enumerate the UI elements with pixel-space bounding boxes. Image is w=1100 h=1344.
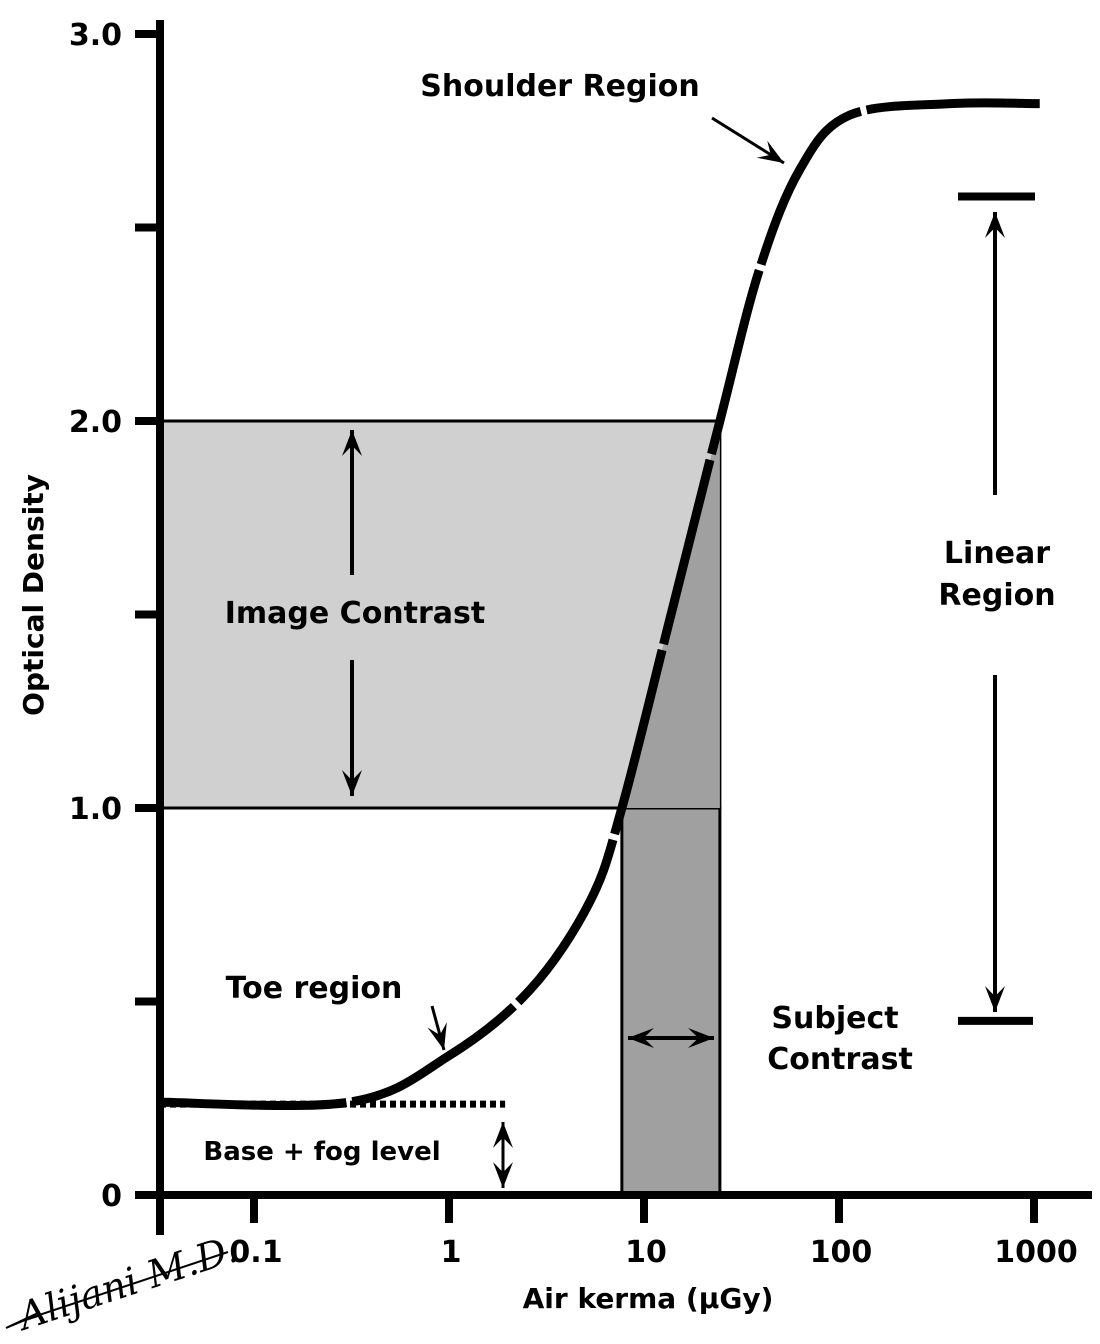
shoulder-region-label: Shoulder Region xyxy=(420,69,699,104)
linear-region-up-arrow xyxy=(985,212,1005,495)
linear-region-label-line1: Linear xyxy=(944,536,1050,571)
x-tick-label: 0.1 xyxy=(229,1235,282,1270)
subject-contrast-label-line1: Subject xyxy=(771,1001,898,1036)
toe-region-label: Toe region xyxy=(226,971,403,1006)
characteristic-curve xyxy=(156,98,1040,1111)
y-tick-label: 1.0 xyxy=(69,792,122,827)
toe-pointer-arrow xyxy=(427,1005,447,1051)
linear-region-down-arrow xyxy=(985,675,1005,1012)
subject-contrast-double-arrow xyxy=(628,1028,714,1048)
image-contrast-down-arrow xyxy=(342,660,362,796)
x-tick-label: 10 xyxy=(625,1235,667,1270)
shoulder-pointer-arrow xyxy=(711,116,785,165)
subject-contrast-wedge xyxy=(621,421,720,808)
x-tick-label: 1 xyxy=(441,1235,462,1270)
base-fog-label: Base + fog level xyxy=(203,1137,440,1167)
x-axis-title: Air kerma (μGy) xyxy=(523,1282,774,1315)
y-tick-label: 2.0 xyxy=(69,405,122,440)
y-axis-title: Optical Density xyxy=(17,474,50,716)
image-contrast-band xyxy=(158,419,722,810)
linear-region-label-line2: Region xyxy=(938,578,1055,613)
signature: Alijani M.D. xyxy=(5,1227,243,1340)
image-contrast-label: Image Contrast xyxy=(225,596,486,631)
image-contrast-up-arrow xyxy=(342,430,362,575)
x-tick-label: 100 xyxy=(810,1235,873,1270)
subject-contrast-band xyxy=(620,806,722,1197)
base-fog-double-arrow xyxy=(493,1122,513,1188)
y-tick-label: 3.0 xyxy=(69,18,122,53)
subject-contrast-label-line2: Contrast xyxy=(767,1042,913,1077)
x-tick-label: 1000 xyxy=(994,1235,1078,1270)
signature-text: Alijani M.D. xyxy=(10,1227,242,1340)
y-tick-label: 0 xyxy=(101,1179,122,1214)
